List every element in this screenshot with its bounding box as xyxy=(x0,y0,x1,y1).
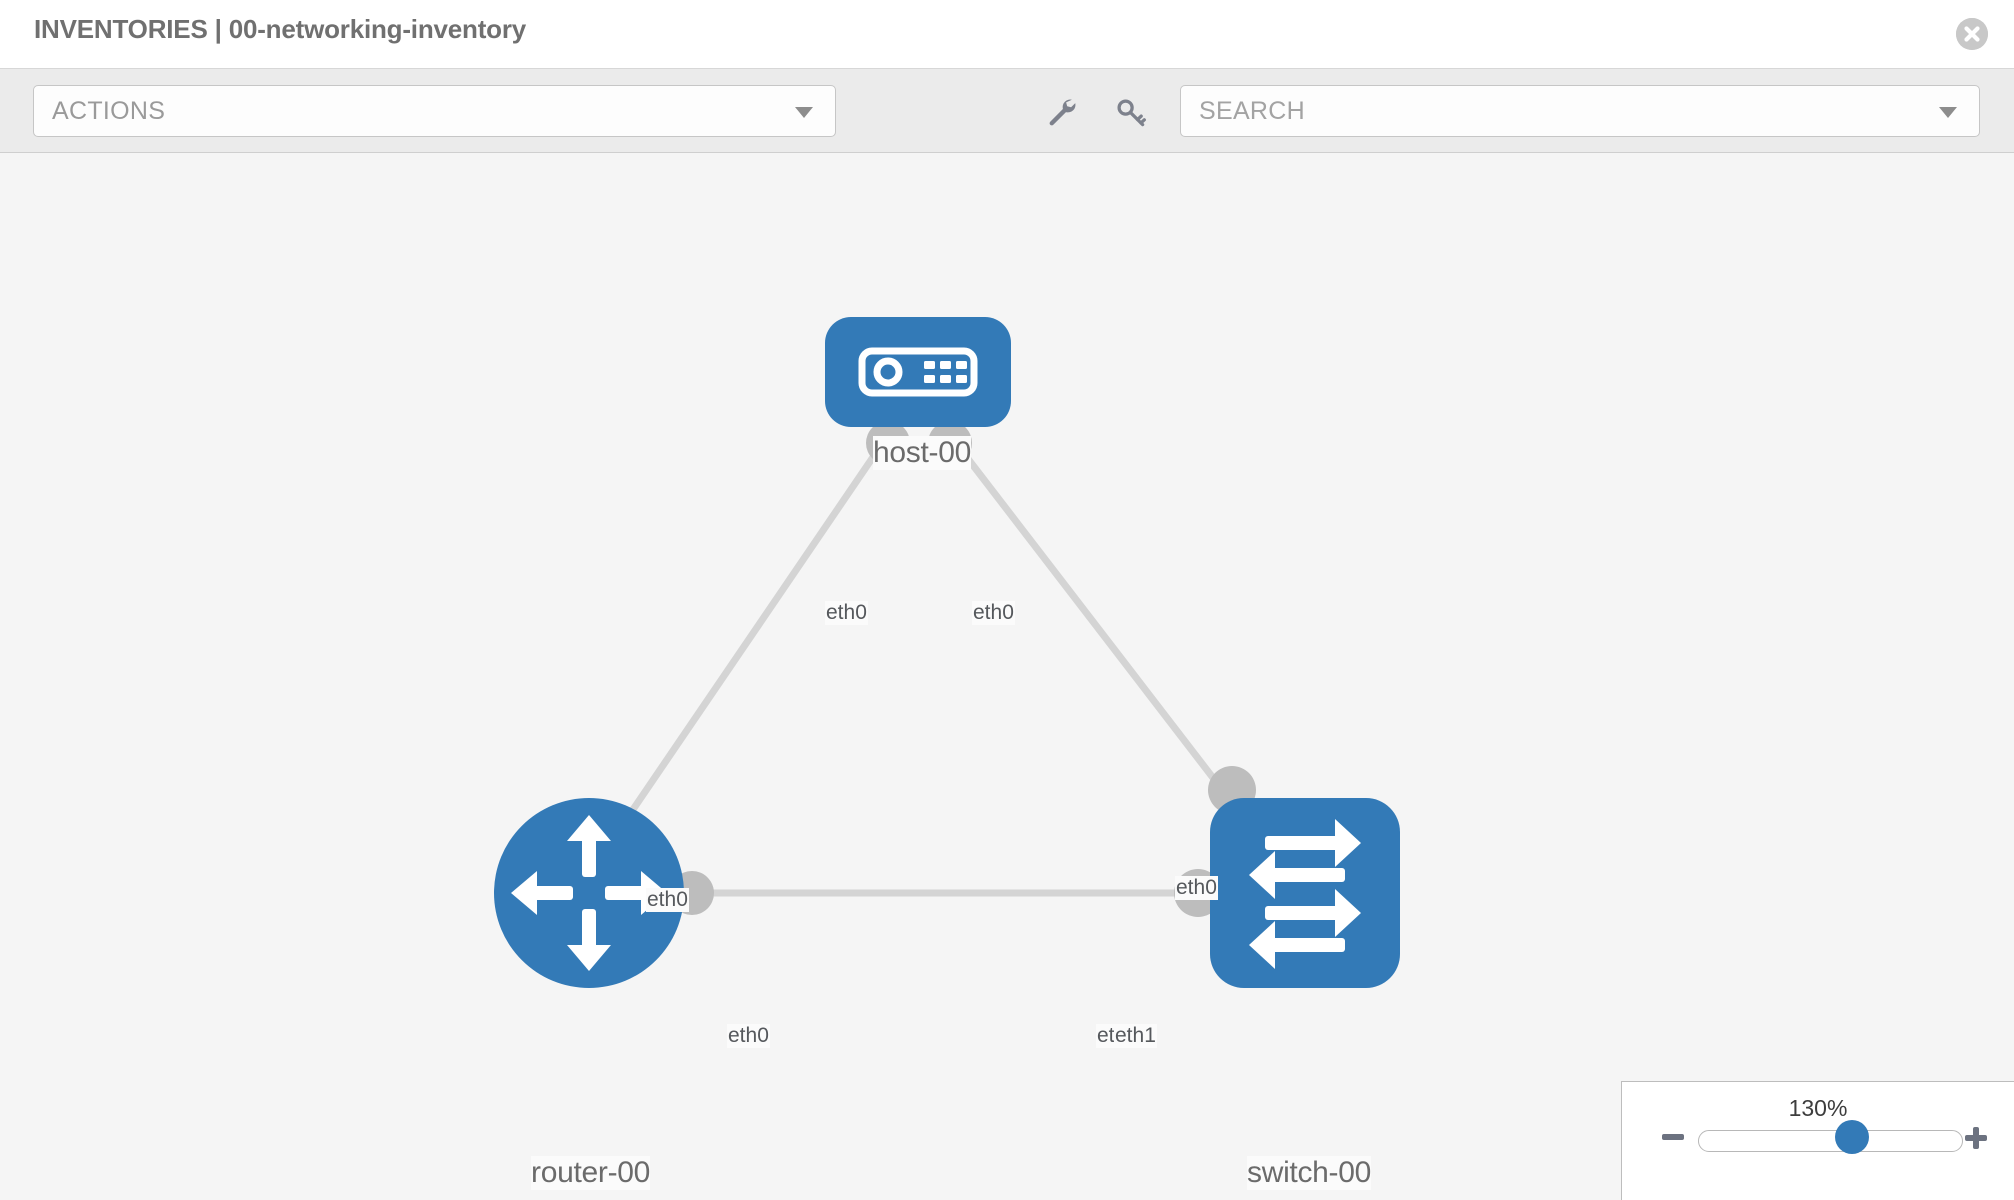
key-icon[interactable] xyxy=(1114,96,1148,130)
page-header: INVENTORIES | 00-networking-inventory xyxy=(0,0,2014,69)
interface-label-switch00-eth0-north: eth0 xyxy=(1175,876,1218,900)
topology-links xyxy=(614,435,1255,897)
node-host-00 xyxy=(825,317,1011,427)
zoom-level-label: 130% xyxy=(1788,1095,1848,1121)
link-host00-switch00 xyxy=(949,435,1243,816)
router-arrows-icon xyxy=(511,815,667,971)
node-router-00 xyxy=(494,798,684,988)
plus-icon[interactable] xyxy=(1962,1124,1990,1157)
minus-icon[interactable] xyxy=(1660,1124,1686,1155)
zoom-slider[interactable] xyxy=(1698,1130,1963,1152)
node-switch-00 xyxy=(1210,798,1400,988)
page-title: INVENTORIES | 00-networking-inventory xyxy=(34,14,527,44)
topology-graph xyxy=(494,317,1400,988)
server-icon xyxy=(858,347,978,397)
topology-canvas[interactable]: host-00 router-00 switch-00 eth0 eth0 et… xyxy=(0,153,2014,1200)
wrench-icon[interactable] xyxy=(1046,96,1080,130)
actions-dropdown[interactable]: ACTIONS xyxy=(33,85,836,137)
zoom-control-panel: 130% xyxy=(1621,1081,2014,1200)
toolbar: ACTIONS SEARCH xyxy=(0,69,2014,153)
link-host00-router00 xyxy=(614,436,889,835)
node-label-router-00: router-00 xyxy=(531,1156,651,1190)
interface-label-switch00-eth1-west: eth1 xyxy=(1114,1024,1157,1048)
close-icon[interactable] xyxy=(1956,18,1988,50)
zoom-slider-thumb[interactable] xyxy=(1835,1120,1869,1154)
interface-label-router00-eth0-north: eth0 xyxy=(646,888,689,912)
actions-dropdown-label: ACTIONS xyxy=(52,97,166,125)
node-label-switch-00: switch-00 xyxy=(1247,1156,1372,1190)
topology-connectors xyxy=(670,421,1256,917)
chevron-down-icon xyxy=(795,107,813,118)
interface-label-host00-eth0-right: eth0 xyxy=(972,601,1015,625)
chevron-down-icon[interactable] xyxy=(1939,107,1957,118)
interface-label-router00-eth0-east: eth0 xyxy=(727,1024,770,1048)
interface-label-host00-eth0-left: eth0 xyxy=(825,601,868,625)
switch-arrows-icon xyxy=(1249,819,1361,969)
node-label-host-00: host-00 xyxy=(873,436,971,470)
search-placeholder: SEARCH xyxy=(1199,97,1305,125)
search-input[interactable]: SEARCH xyxy=(1180,85,1980,137)
